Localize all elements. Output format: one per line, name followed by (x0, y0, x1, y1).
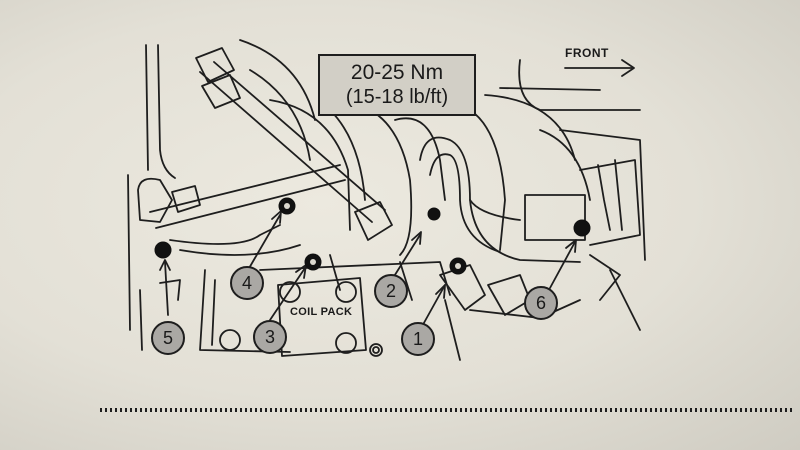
callout-1: 1 (401, 322, 435, 356)
callout-6: 6 (524, 286, 558, 320)
housing-outline (145, 44, 149, 171)
callout-3: 3 (253, 320, 287, 354)
bolt-6 (573, 219, 591, 237)
callout-5: 5 (151, 321, 185, 355)
torque-metric: 20-25 Nm (350, 61, 444, 84)
torque-spec-box: 20-25 Nm (15-18 lb/ft) (318, 54, 476, 116)
front-direction-label: FRONT (565, 46, 609, 60)
callout-2: 2 (374, 274, 408, 308)
torque-imperial: (15-18 lb/ft) (345, 86, 449, 108)
bolt-2 (427, 207, 441, 221)
callout-4: 4 (230, 266, 264, 300)
bolt-5 (154, 241, 172, 259)
coil-pack-label: COIL PACK (290, 306, 353, 318)
